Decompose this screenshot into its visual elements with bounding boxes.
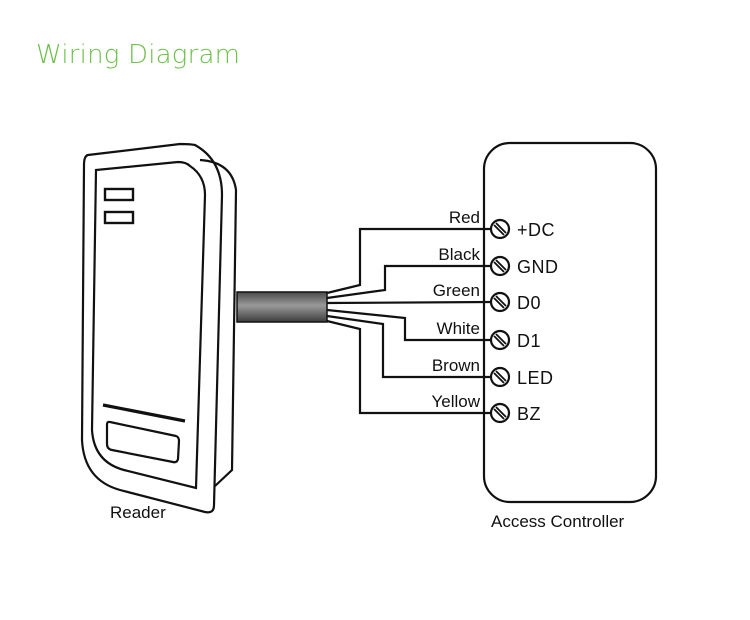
- terminal-screw-icon: [489, 291, 511, 313]
- wire-yellow: [326, 319, 491, 415]
- reader-device: [80, 142, 238, 514]
- terminal-label-bz: BZ: [517, 404, 541, 424]
- terminal-screw-icon: [489, 402, 511, 424]
- terminal-screw-icon: [489, 255, 511, 277]
- reader-led-1: [103, 187, 135, 202]
- diagram-title: Wiring Diagram: [36, 40, 241, 70]
- wire-label-white: White: [437, 319, 480, 338]
- terminal-screw-icon: [489, 218, 511, 240]
- reader-housing-back: [199, 158, 238, 487]
- terminal-screw-icon: [489, 329, 511, 351]
- terminal-label-d0: D0: [517, 293, 541, 313]
- reader-face: [90, 160, 207, 490]
- terminal-screw-icon: [489, 366, 511, 388]
- wire-brown: [326, 314, 491, 379]
- reader-led-2: [103, 210, 135, 225]
- reader-slot-line: [102, 403, 186, 423]
- wire-white: [326, 308, 491, 342]
- terminal-label-gnd: GND: [517, 257, 559, 277]
- terminal-label-led: LED: [517, 368, 554, 388]
- access-controller-box: [482, 141, 658, 504]
- wire-red: [326, 227, 491, 295]
- terminal-label-d1: D1: [517, 331, 541, 351]
- wire-label-brown: Brown: [432, 356, 480, 375]
- controller-caption: Access Controller: [491, 512, 625, 531]
- wire-group: [326, 227, 492, 415]
- cable-sheath: [236, 291, 328, 323]
- terminal-label-dc: +DC: [517, 220, 555, 240]
- reader-housing-outer: [80, 142, 224, 514]
- wire-black: [326, 264, 491, 300]
- wire-label-black: Black: [438, 245, 480, 264]
- reader-caption: Reader: [110, 503, 166, 522]
- wire-label-yellow: Yellow: [431, 392, 480, 411]
- reader-card-window: [105, 420, 181, 464]
- wire-label-red: Red: [449, 208, 480, 227]
- wire-green: [326, 300, 492, 305]
- wire-label-green: Green: [433, 281, 480, 300]
